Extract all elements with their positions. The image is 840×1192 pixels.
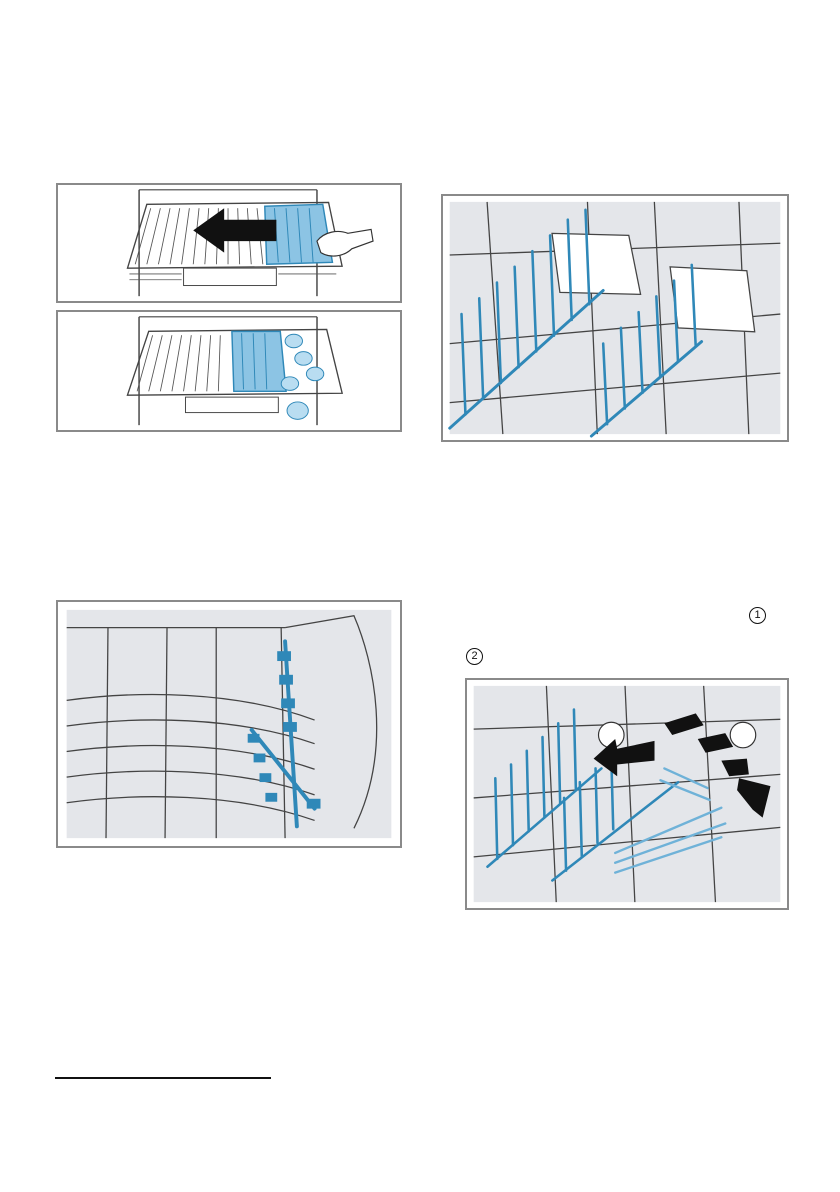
cutlery-drawer-slide-drawing [58, 185, 400, 301]
illustration-tines-removal [465, 678, 789, 910]
footnote-rule [55, 1077, 271, 1079]
callout-one: 1 [749, 607, 766, 624]
illustration-cutlery-drawer-glasses [56, 310, 402, 432]
illustration-rack-tines-clips [441, 194, 789, 442]
callout-two: 2 [466, 648, 483, 665]
basket-tines-rack-drawing [58, 602, 400, 846]
cutlery-drawer-glasses-drawing [58, 312, 400, 430]
rack-tines-clips-drawing [443, 196, 787, 440]
illustration-cutlery-drawer-slide [56, 183, 402, 303]
illustration-basket-tines-rack [56, 600, 402, 848]
tines-removal-drawing [467, 680, 787, 908]
